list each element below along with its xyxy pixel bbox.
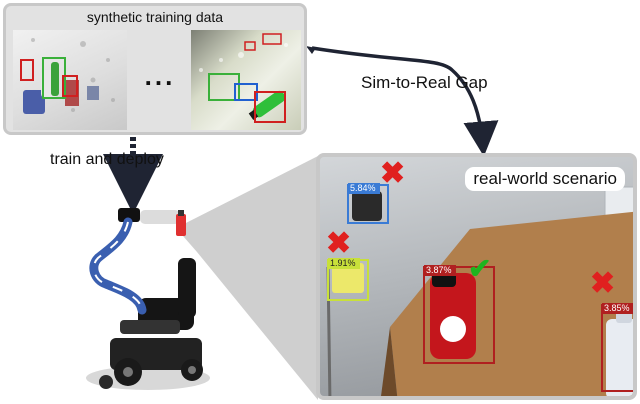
synthetic-data-panel: synthetic training data ...	[3, 3, 307, 135]
detection-label-bottle: 3.87%	[426, 265, 452, 275]
synthetic-image-1	[13, 30, 127, 130]
detection-label-blue: 5.84%	[350, 183, 376, 193]
synthetic-scene-1	[20, 38, 115, 114]
synthetic-image-2	[191, 30, 301, 130]
wrong-mark-icon: ✖	[326, 227, 352, 260]
detection-label-jar: 3.85%	[604, 303, 630, 313]
train-and-deploy-label: train and deploy	[50, 151, 164, 168]
correct-mark-icon: ✔	[468, 253, 492, 284]
real-world-scene	[326, 183, 633, 396]
synthetic-data-title: synthetic training data	[86, 9, 224, 25]
ellipsis: ...	[144, 61, 176, 91]
synthetic-scene-2	[199, 33, 288, 123]
detection-label-yellow: 1.91%	[330, 258, 356, 268]
sim-to-real-gap-label: Sim-to-Real Gap	[361, 73, 488, 92]
wrong-mark-icon: ✖	[380, 157, 406, 190]
robot-illustration	[86, 208, 210, 390]
real-world-title: real-world scenario	[465, 167, 625, 191]
sim-to-real-arrow	[311, 46, 499, 157]
real-world-panel: 5.84% 1.91% 3.87% 3.85% ✖ ✖ ✔ ✖ real-wor…	[316, 153, 637, 400]
wrong-mark-icon: ✖	[590, 267, 616, 300]
zoom-wedge	[176, 156, 318, 400]
